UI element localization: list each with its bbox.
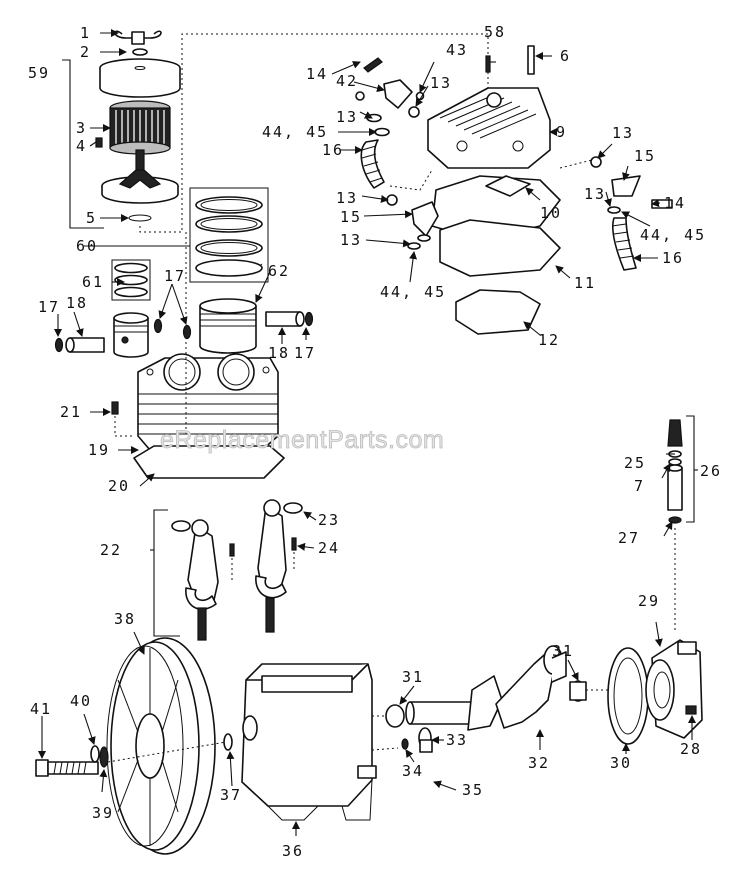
callout-21: 21 <box>60 403 82 421</box>
callout-3: 3 <box>76 119 87 137</box>
callout-13-a: 13 <box>430 74 452 92</box>
callout-13-b: 13 <box>336 108 358 126</box>
callout-60: 60 <box>76 237 98 255</box>
callout-13-f: 13 <box>340 231 362 249</box>
callout-20: 20 <box>108 477 130 495</box>
callout-30: 30 <box>610 754 632 772</box>
callout-37: 37 <box>220 786 242 804</box>
callout-14-a: 14 <box>306 65 328 83</box>
callout-17-c: 17 <box>294 344 316 362</box>
callout-18-a: 18 <box>66 294 88 312</box>
callout-5: 5 <box>86 209 97 227</box>
callout-13-e: 13 <box>584 185 606 203</box>
callout-numbers: 1 2 3 4 5 6 7 9 10 11 12 13 13 13 13 13 … <box>28 23 722 860</box>
callout-24: 24 <box>318 539 340 557</box>
callout-44-45-a: 44, 45 <box>262 123 328 141</box>
callout-58: 58 <box>484 23 506 41</box>
callout-13-d: 13 <box>336 189 358 207</box>
callout-61: 61 <box>82 273 104 291</box>
callout-22: 22 <box>100 541 122 559</box>
callout-40: 40 <box>70 692 92 710</box>
callout-15-a: 15 <box>634 147 656 165</box>
callout-34: 34 <box>402 762 424 780</box>
callout-9: 9 <box>556 123 567 141</box>
callout-14-b: 14 <box>664 194 686 212</box>
connecting-rods <box>153 499 303 641</box>
callout-44-45-b: 44, 45 <box>640 226 706 244</box>
callout-39: 39 <box>92 804 114 822</box>
callout-18-b: 18 <box>268 344 290 362</box>
callout-36: 36 <box>282 842 304 860</box>
leader-lines <box>38 29 698 836</box>
callout-16-a: 16 <box>322 141 344 159</box>
callout-4: 4 <box>76 137 87 155</box>
callout-41: 41 <box>30 700 52 718</box>
crankcase <box>223 663 414 821</box>
callout-1: 1 <box>80 24 91 42</box>
callout-59: 59 <box>28 64 50 82</box>
callout-15-b: 15 <box>340 208 362 226</box>
callout-27: 27 <box>618 529 640 547</box>
callout-17-a: 17 <box>164 267 186 285</box>
callout-13-c: 13 <box>612 124 634 142</box>
air-filter-assembly <box>62 30 489 233</box>
callout-38: 38 <box>114 610 136 628</box>
cylinder-block <box>111 353 285 479</box>
callout-26: 26 <box>700 462 722 480</box>
callout-17-b: 17 <box>38 298 60 316</box>
callout-29: 29 <box>638 592 660 610</box>
callout-10: 10 <box>540 204 562 222</box>
callout-31-b: 31 <box>552 642 574 660</box>
callout-11: 11 <box>574 274 596 292</box>
callout-25: 25 <box>624 454 646 472</box>
callout-32: 32 <box>528 754 550 772</box>
pistons <box>54 298 314 358</box>
callout-23: 23 <box>318 511 340 529</box>
callout-33: 33 <box>446 731 468 749</box>
callout-7: 7 <box>634 477 645 495</box>
callout-43: 43 <box>446 41 468 59</box>
oil-fill-assembly <box>667 415 695 632</box>
callout-35: 35 <box>462 781 484 799</box>
callout-19: 19 <box>88 441 110 459</box>
flywheel <box>35 637 227 855</box>
callout-16-b: 16 <box>662 249 684 267</box>
callout-62: 62 <box>268 262 290 280</box>
callout-6: 6 <box>560 47 571 65</box>
piston-rings <box>111 187 269 301</box>
callout-2: 2 <box>80 43 91 61</box>
callout-44-45-c: 44, 45 <box>380 283 446 301</box>
crankshaft-assembly <box>385 639 703 753</box>
callout-28: 28 <box>680 740 702 758</box>
callout-12: 12 <box>538 331 560 349</box>
watermark-text: eReplacementParts.com <box>160 426 444 454</box>
callout-31-a: 31 <box>402 668 424 686</box>
callout-42: 42 <box>336 72 358 90</box>
